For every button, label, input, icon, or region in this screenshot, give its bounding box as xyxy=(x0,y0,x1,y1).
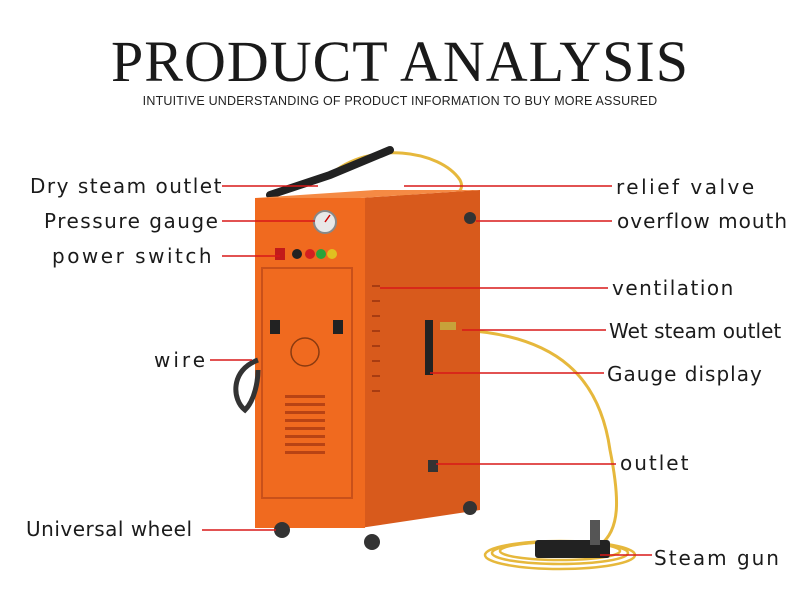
label-gauge-display: Gauge display xyxy=(607,362,763,386)
switch-knob-1 xyxy=(292,249,302,259)
side-vent xyxy=(372,285,380,392)
page-subtitle: INTUITIVE UNDERSTANDING OF PRODUCT INFOR… xyxy=(142,94,658,108)
machine-front xyxy=(255,198,365,528)
dry-steam-pipe xyxy=(266,146,394,199)
machine-top xyxy=(255,190,480,198)
wet-steam-fitting xyxy=(440,322,456,330)
switch-knob-2 xyxy=(305,249,315,259)
label-relief-valve: relief valve xyxy=(616,175,757,199)
machine-side xyxy=(360,190,480,528)
label-universal-wheel: Universal wheel xyxy=(26,517,193,541)
label-wet-steam-outlet: Wet steam outlet xyxy=(609,319,782,343)
front-vent xyxy=(285,395,325,454)
front-panel xyxy=(261,267,353,499)
label-wire: wire xyxy=(154,348,209,372)
brand-logo xyxy=(290,337,320,367)
label-outlet: outlet xyxy=(620,451,691,475)
label-dry-steam-outlet: Dry steam outlet xyxy=(30,174,223,198)
steam-hose xyxy=(459,328,618,547)
outlet-drain xyxy=(428,460,438,472)
switch-knob-4 xyxy=(327,249,337,259)
steam-gun xyxy=(535,520,610,558)
page-title: PRODUCT ANALYSIS xyxy=(111,29,689,94)
label-overflow-mouth: overflow mouth xyxy=(617,209,789,233)
switch-knob-3 xyxy=(316,249,326,259)
handle-right xyxy=(333,320,343,334)
power-wire xyxy=(233,357,261,414)
label-pressure-gauge: Pressure gauge xyxy=(44,209,220,233)
label-steam-gun: Steam gun xyxy=(654,546,781,570)
label-power-switch: power switch xyxy=(52,244,215,268)
handle-left xyxy=(270,320,280,334)
overflow-mouth xyxy=(464,212,476,224)
label-ventilation: ventilation xyxy=(612,276,735,300)
gauge-display-window xyxy=(425,320,433,375)
leader-lines xyxy=(202,185,652,556)
power-switch xyxy=(275,248,285,260)
wheels xyxy=(274,501,477,550)
